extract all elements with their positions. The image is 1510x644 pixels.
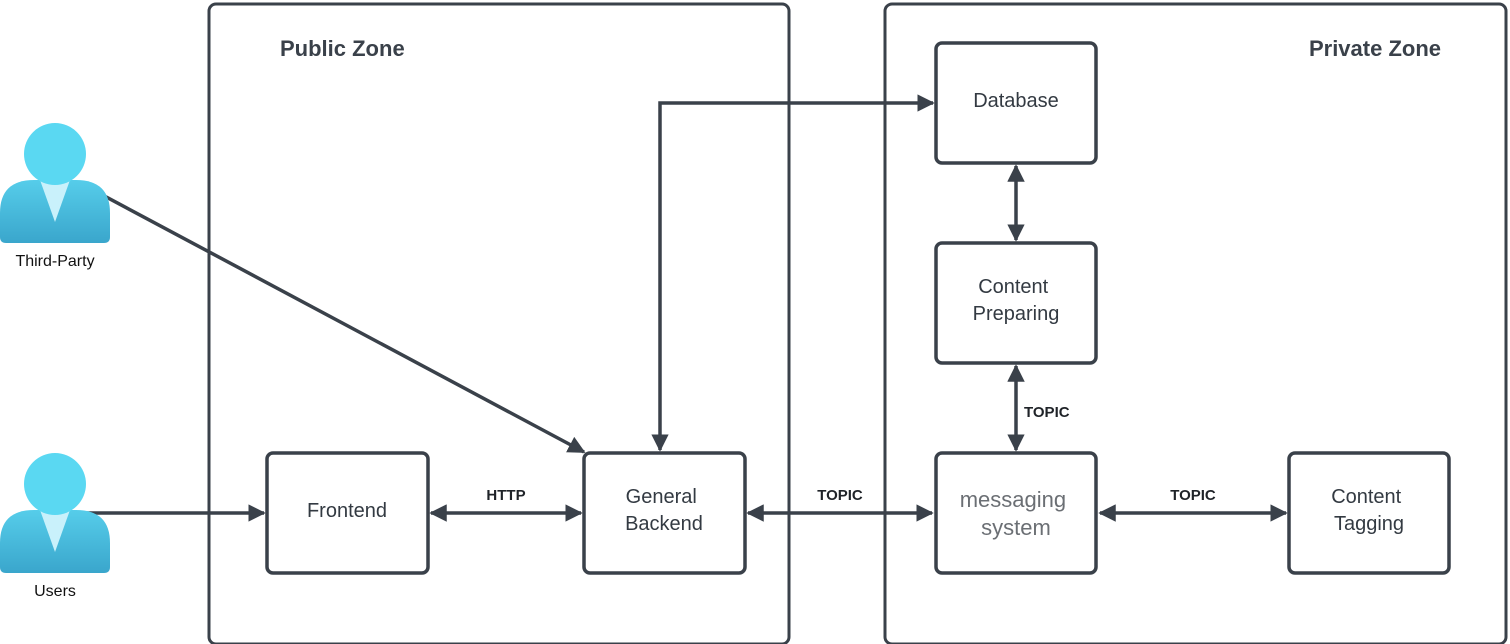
edge-label-http: HTTP [486,487,525,504]
node-messaging-system[interactable]: messaging system [934,451,1098,575]
node-label: Frontend [307,500,387,522]
actor-label: Users [34,583,76,600]
user-icon [0,453,110,573]
node-label: Tagging [1334,513,1404,535]
actor-label: Third-Party [15,253,94,270]
svg-text:Database: Database [973,90,1059,112]
node-label: General [626,486,697,508]
node-general-backend[interactable]: General Backend [582,451,747,575]
node-label: Content [978,276,1048,298]
node-content-preparing[interactable]: Content Preparing [934,241,1098,365]
actor-third-party[interactable]: Third-Party [0,123,110,270]
node-label: Database [973,90,1059,112]
edge-third-party-backend [79,181,586,454]
svg-text:General Backend: General Backend [625,486,703,535]
node-label: Preparing [973,303,1060,325]
node-label: system [981,515,1051,540]
private-zone-title: Private Zone [1309,36,1441,61]
edge-label-topic-preparing: TOPIC [1024,404,1070,421]
svg-text:Frontend: Frontend [307,500,387,522]
edge-label-topic-backend: TOPIC [817,487,863,504]
edge-label-topic-tagging: TOPIC [1170,487,1216,504]
node-content-tagging[interactable]: Content Tagging [1287,451,1451,575]
svg-text:messaging system: messaging system [960,487,1073,540]
node-database[interactable]: Database [934,41,1098,165]
svg-text:Content Preparing: Content Preparing [973,276,1060,325]
node-frontend[interactable]: Frontend [265,451,430,575]
public-zone-title: Public Zone [280,36,405,61]
edge-backend-database [651,94,935,452]
node-label: Content [1331,486,1401,508]
actor-users[interactable]: Users [0,453,110,600]
node-label: Backend [625,513,703,535]
user-icon [0,123,110,243]
node-label: messaging [960,487,1066,512]
svg-text:Content Tagging: Content Tagging [1331,486,1407,535]
